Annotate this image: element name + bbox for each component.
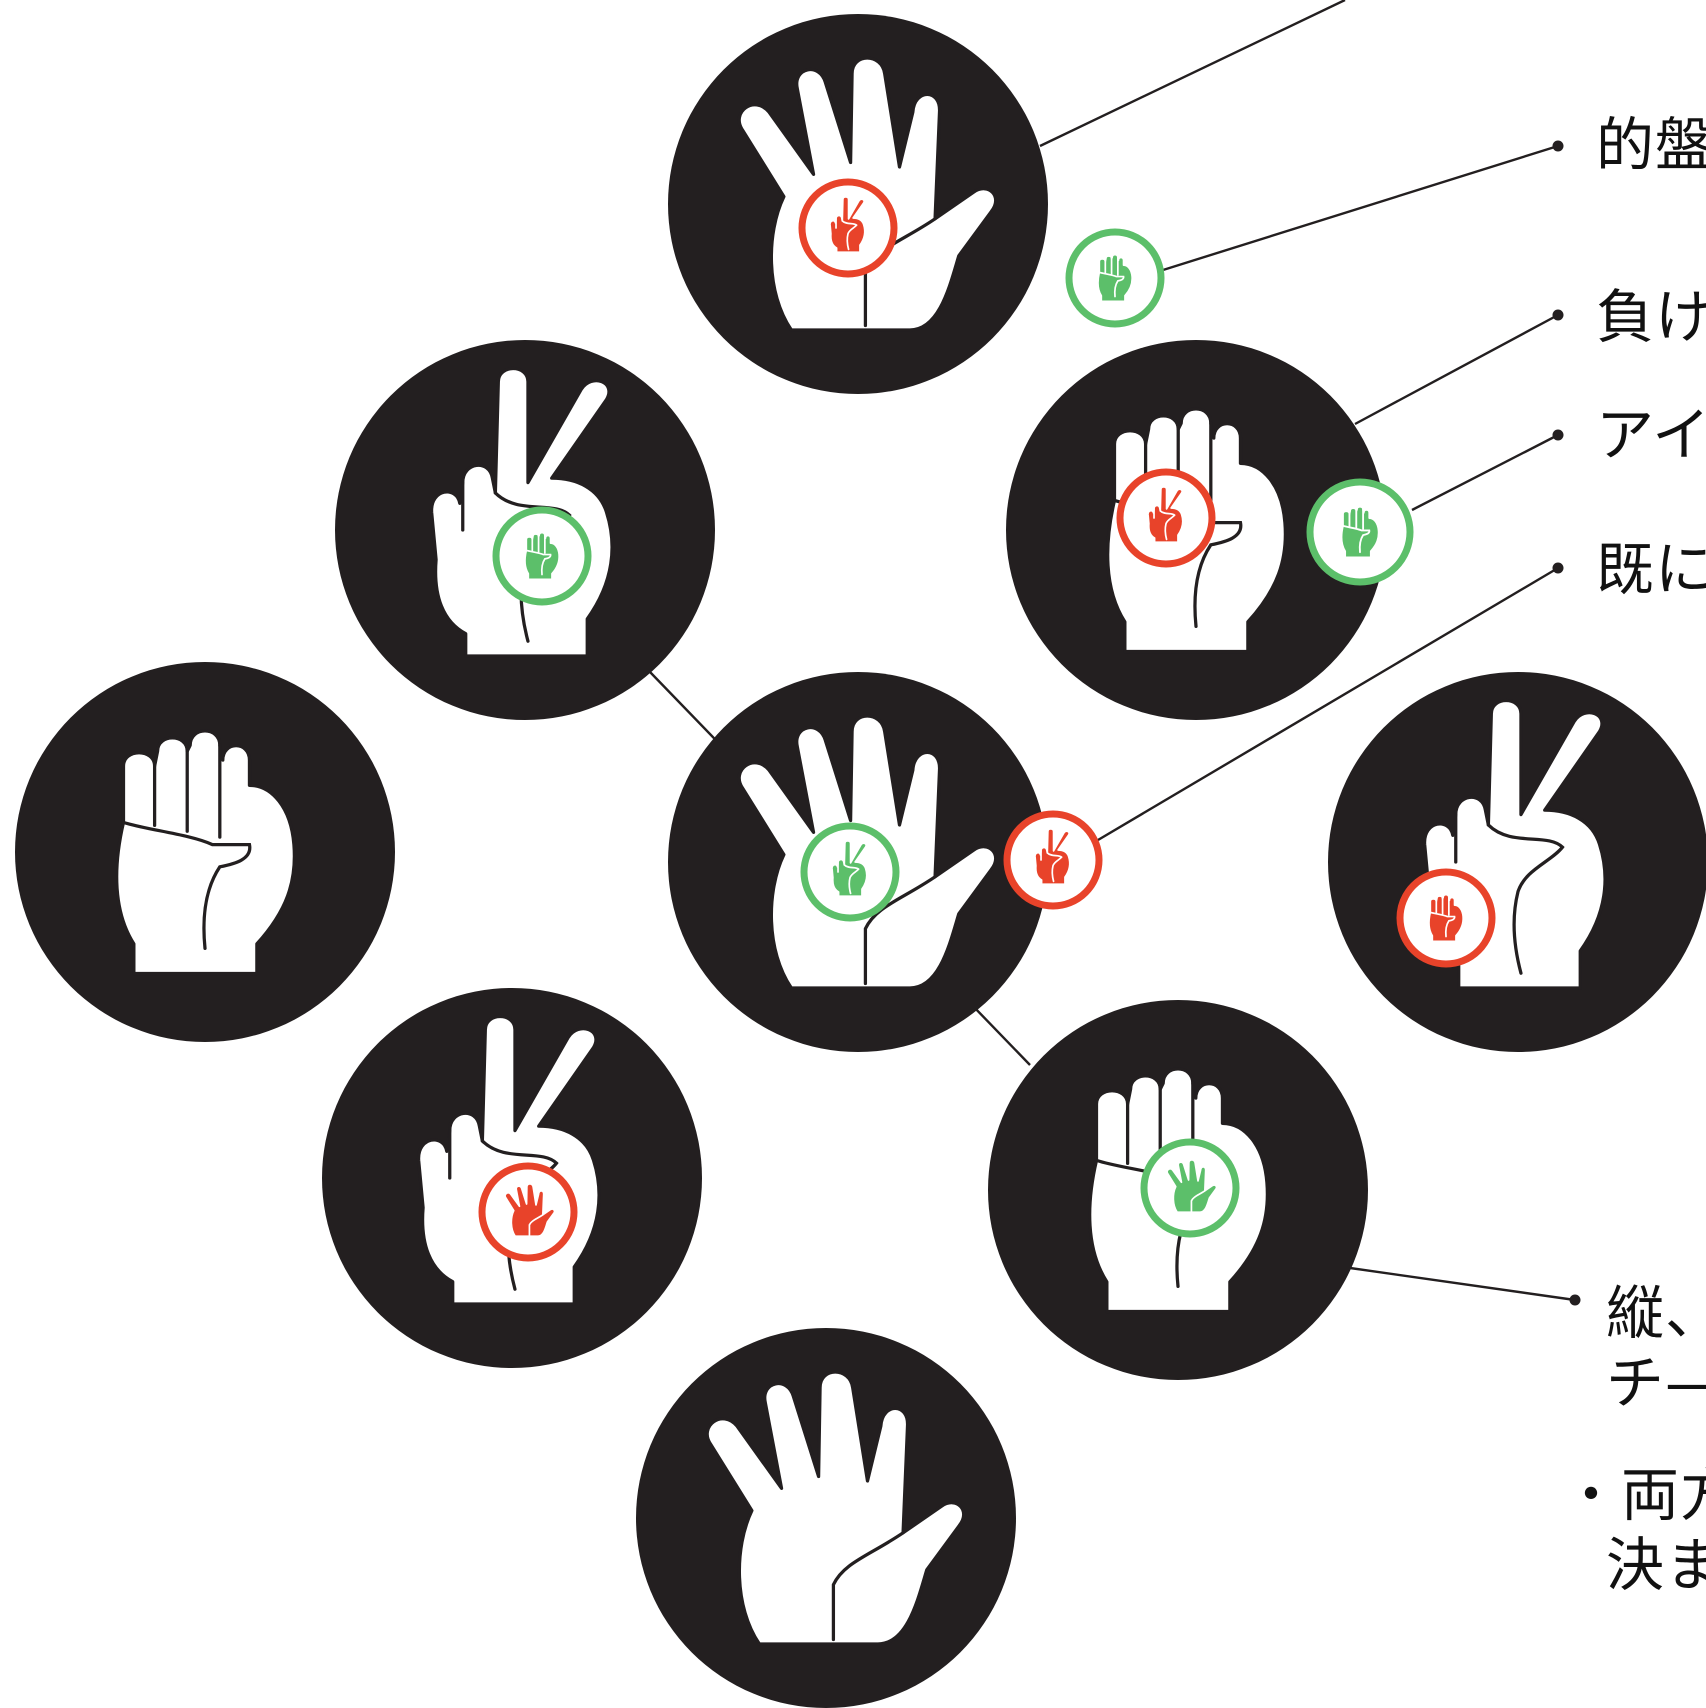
board-cell-upper-left: [335, 340, 715, 720]
rock-icon: [1097, 253, 1134, 303]
loose-chip-green: [1306, 478, 1414, 586]
board-cell-bottom: [636, 1328, 1016, 1708]
connector-line: [1097, 566, 1559, 842]
label-vertical: 縦、: [1606, 1279, 1706, 1347]
paper-icon: [1166, 1159, 1218, 1214]
label-both: ・両方: [1562, 1461, 1706, 1529]
label-lose: 負け: [1596, 283, 1706, 351]
connector-dot: [1552, 309, 1564, 321]
rock-icon: [1428, 893, 1465, 943]
connector-dot: [1552, 562, 1564, 574]
loose-chip-red: [1003, 810, 1103, 910]
marker-green: [800, 822, 900, 922]
board-cell-right: [1328, 672, 1706, 1052]
paper-icon: [504, 1183, 556, 1238]
board-cell-top: [668, 14, 1048, 394]
connector-dot: [1569, 1294, 1581, 1306]
label-both-block: ・両方 決ま: [1562, 1460, 1706, 1600]
board-cell-lower-right: [988, 1000, 1368, 1380]
label-vertical-block: 縦、 チ—: [1606, 1278, 1706, 1418]
board-cell-left: [15, 662, 395, 1042]
board-cell-center: [668, 672, 1048, 1052]
paper-hand-icon: [705, 1370, 966, 1646]
connector-dot: [1552, 429, 1564, 441]
label-team: チ—: [1606, 1349, 1706, 1417]
marker-green: [492, 506, 592, 606]
marker-red: [1396, 868, 1496, 968]
marker-green: [1140, 1138, 1240, 1238]
label-icon: アイ: [1596, 401, 1706, 469]
marker-red: [1116, 468, 1216, 568]
connector-dot: [1552, 140, 1564, 152]
scissors-icon: [831, 840, 868, 898]
board-cell-upper-right: [1006, 340, 1386, 720]
connector-line: [1411, 433, 1559, 512]
game-board: [15, 14, 1706, 1708]
marker-red: [798, 178, 898, 278]
loose-chips: [1003, 228, 1414, 910]
connector-line: [1349, 1266, 1576, 1302]
scissors-icon: [1147, 486, 1184, 544]
loose-chip-green: [1065, 228, 1165, 328]
marker-red: [478, 1162, 578, 1262]
rock-icon: [524, 531, 561, 581]
scissors-icon: [1034, 828, 1071, 886]
label-board: 的盤: [1596, 111, 1706, 179]
label-decided: 決ま: [1606, 1531, 1706, 1599]
connector-line: [1039, 0, 1346, 148]
board-cell-lower-left: [322, 988, 702, 1368]
rock-icon: [1340, 505, 1380, 559]
scissors-icon: [829, 196, 866, 254]
rock-hand-icon: [115, 729, 297, 976]
label-already: 既に: [1596, 535, 1706, 603]
